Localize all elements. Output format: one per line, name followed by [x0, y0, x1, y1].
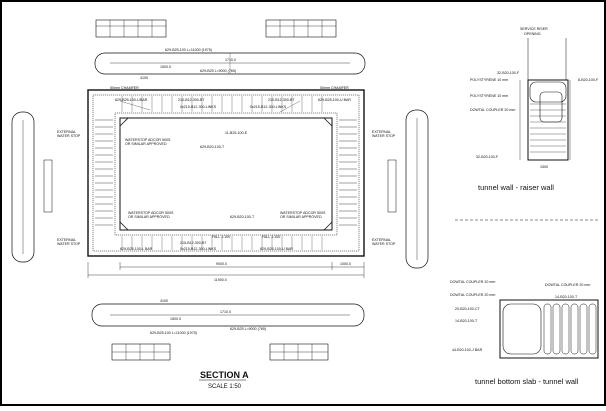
bottom-bar-label-3: 0x215-B12-300-LINKS: [180, 247, 217, 251]
strip-top-dim-2: 1500.0: [160, 65, 171, 69]
left-wall-strip: [11, 111, 35, 263]
rebar-ticks: [95, 96, 357, 250]
slab-bar-cell: [588, 303, 597, 355]
service-riser-label: SERVICE RISER: [520, 27, 548, 31]
ext-waterstop-left-bot-1: EXTERNAL: [57, 238, 76, 242]
bottom-bar-label-4: 629-B25-100-U BAR: [260, 247, 293, 251]
fall-label-2: FALL 1:100: [262, 235, 280, 239]
section-a-box: 50mm CHAMFER 50mm CHAMFER 629-B25-100-L/…: [57, 86, 396, 282]
slab-bar-e: 20-B20-100-CT: [455, 307, 481, 311]
section-scale: SCALE 1:50: [208, 384, 242, 390]
side-wall-strips: [11, 109, 429, 269]
waterstop-note-bot-2: OR SIMILAR APPROVED: [128, 215, 170, 219]
top-bar-schedule: 629-B25-100 L=11000 (1975) 629-B25 L=900…: [94, 19, 366, 80]
bottom-bar-label-2: 215-B12-300-B7: [180, 241, 206, 245]
strip-bottom-dim-2: 1500.0: [170, 317, 181, 321]
raiser-dowel: DOWTAL COUPLER 20 mm: [470, 108, 515, 112]
mid-bar-label-2: 629-B20-100-T: [230, 215, 255, 219]
detail-bottom-slab: DOWTAL COUPLER 20 mm DOWTAL COUPLER 20 m…: [450, 219, 600, 386]
dim-1000: 1000.0: [340, 262, 351, 266]
ext-waterstop-right-bot-1: EXTERNAL: [372, 238, 391, 242]
top-bar-label-5: 0x215-B12-300-LINKS: [180, 105, 217, 109]
top-bar-label-7: 11-B25-100-E: [225, 131, 248, 135]
dim-inner-width: 9000.0: [216, 262, 227, 266]
chamfer-right-label: 50mm CHAMFER: [320, 86, 349, 90]
slab-bar-cell: [561, 303, 570, 355]
section-inner-void: [119, 117, 333, 231]
top-bar-label-6: 0x215-B12-300-LINKS: [250, 105, 287, 109]
strip-bottom-label-1: 629-B25-100 L=11000 (1975): [150, 331, 197, 335]
bottom-bar-label-1: 629-B25-100-L BAR: [120, 247, 153, 251]
strip-top-label-1: 629-B25-100 L=11000 (1975): [165, 48, 212, 52]
waterstop-note-top-1: WATERSTOP ADCOR 500S: [125, 138, 171, 142]
fall-label-1: FALL 1:100: [212, 235, 230, 239]
raiser-polystyrene-2: POLYSTYRENE 10 mm: [470, 94, 508, 98]
ext-waterstop-right-top-1: EXTERNAL: [372, 130, 391, 134]
slab-dowel-1: DOWTAL COUPLER 20 mm: [450, 280, 495, 284]
section-outer-outline: [87, 89, 365, 257]
strip-top-dim-1: 1710.0: [225, 58, 236, 62]
service-riser-label-2: OPENING: [524, 32, 541, 36]
bottom-bar-strip: [91, 303, 365, 327]
top-bar-label-4: 629-B25-100-U BAR: [318, 98, 351, 102]
raiser-dim: 1500: [540, 165, 548, 169]
strip-top-label-2: 629-B25 L=9000 (765): [200, 69, 236, 73]
slab-outline: [499, 299, 599, 359]
slab-bar-cell: [579, 303, 588, 355]
raiser-bar-b: 8-B20-100-F: [578, 78, 599, 82]
waterstop-note-bot-4: OR SIMILAR APPROVED: [280, 215, 322, 219]
raiser-polystyrene: POLYSTYRENE 10 mm: [470, 78, 508, 82]
bottom-bar-schedule: 4100 1710.0 1500.0 629-B25-100 L=11000 (…: [91, 299, 365, 361]
caption-raiser-wall: tunnel wall - raiser wall: [478, 183, 554, 192]
waterstop-note-bot-1: WATERSTOP ADCOR 500S: [128, 211, 174, 215]
ext-waterstop-left-top-1: EXTERNAL: [57, 130, 76, 134]
slab-bar-cell: [552, 303, 561, 355]
ext-waterstop-right-bot-2: WATER STOP: [372, 242, 396, 246]
slab-bar-d-2: 14-B20-100-T: [555, 295, 578, 299]
mid-bar-label-1: 629-B20-100-T: [200, 145, 225, 149]
detail-raiser-wall: SERVICE RISER OPENING 32-B20-100-F POLYS…: [470, 27, 599, 192]
strip-bottom-dim-1: 1710.0: [220, 310, 231, 314]
ext-waterstop-right-top-2: WATER STOP: [372, 134, 396, 138]
strip-bottom-label-2: 629-B25 L=9000 (765): [230, 327, 266, 331]
caption-bottom-slab: tunnel bottom slab - tunnel wall: [475, 377, 579, 386]
top-left-bar-block: [95, 19, 167, 38]
top-bar-label-3: 210-B12-300-B7: [268, 98, 294, 102]
strip-bottom-dim: 4100: [160, 299, 168, 303]
waterstop-note-bot-3: WATERSTOP ADCOR 500S: [280, 211, 326, 215]
slab-bar-f: 44-B20-100-J BAR: [452, 348, 483, 352]
dim-overall-width: 11900.0: [214, 278, 227, 282]
chamfer-left-label: 50mm CHAMFER: [110, 86, 139, 90]
slab-dowel-3: DOWTAL COUPLER 20 mm: [545, 283, 590, 287]
slab-bar-d: 14-B20-100-T: [455, 319, 478, 323]
slab-bar-cell: [570, 303, 579, 355]
section-title: SECTION A: [200, 370, 249, 380]
slab-bar-cell: [543, 303, 552, 355]
raiser-bar-c: 32-B20-100-F: [476, 155, 499, 159]
top-bar-label-2: 210-B12-300-B7: [178, 98, 204, 102]
right-wall-strip: [405, 109, 429, 269]
raiser-bar-a: 32-B20-100-F: [497, 71, 520, 75]
ext-waterstop-left-top-2: WATER STOP: [57, 134, 81, 138]
top-right-bar-block: [265, 19, 337, 38]
ext-waterstop-left-bot-2: WATER STOP: [57, 242, 81, 246]
slab-dowel-2: DOWTAL COUPLER 20 mm: [450, 293, 495, 297]
waterstop-note-top-2: OR SIMILAR APPROVED: [125, 142, 167, 146]
raiser-wall-outline: [527, 79, 569, 161]
top-bar-label-1: 629-B25-100-L/BAR: [115, 98, 148, 102]
strip-top-dim-3: 4100: [140, 76, 148, 80]
